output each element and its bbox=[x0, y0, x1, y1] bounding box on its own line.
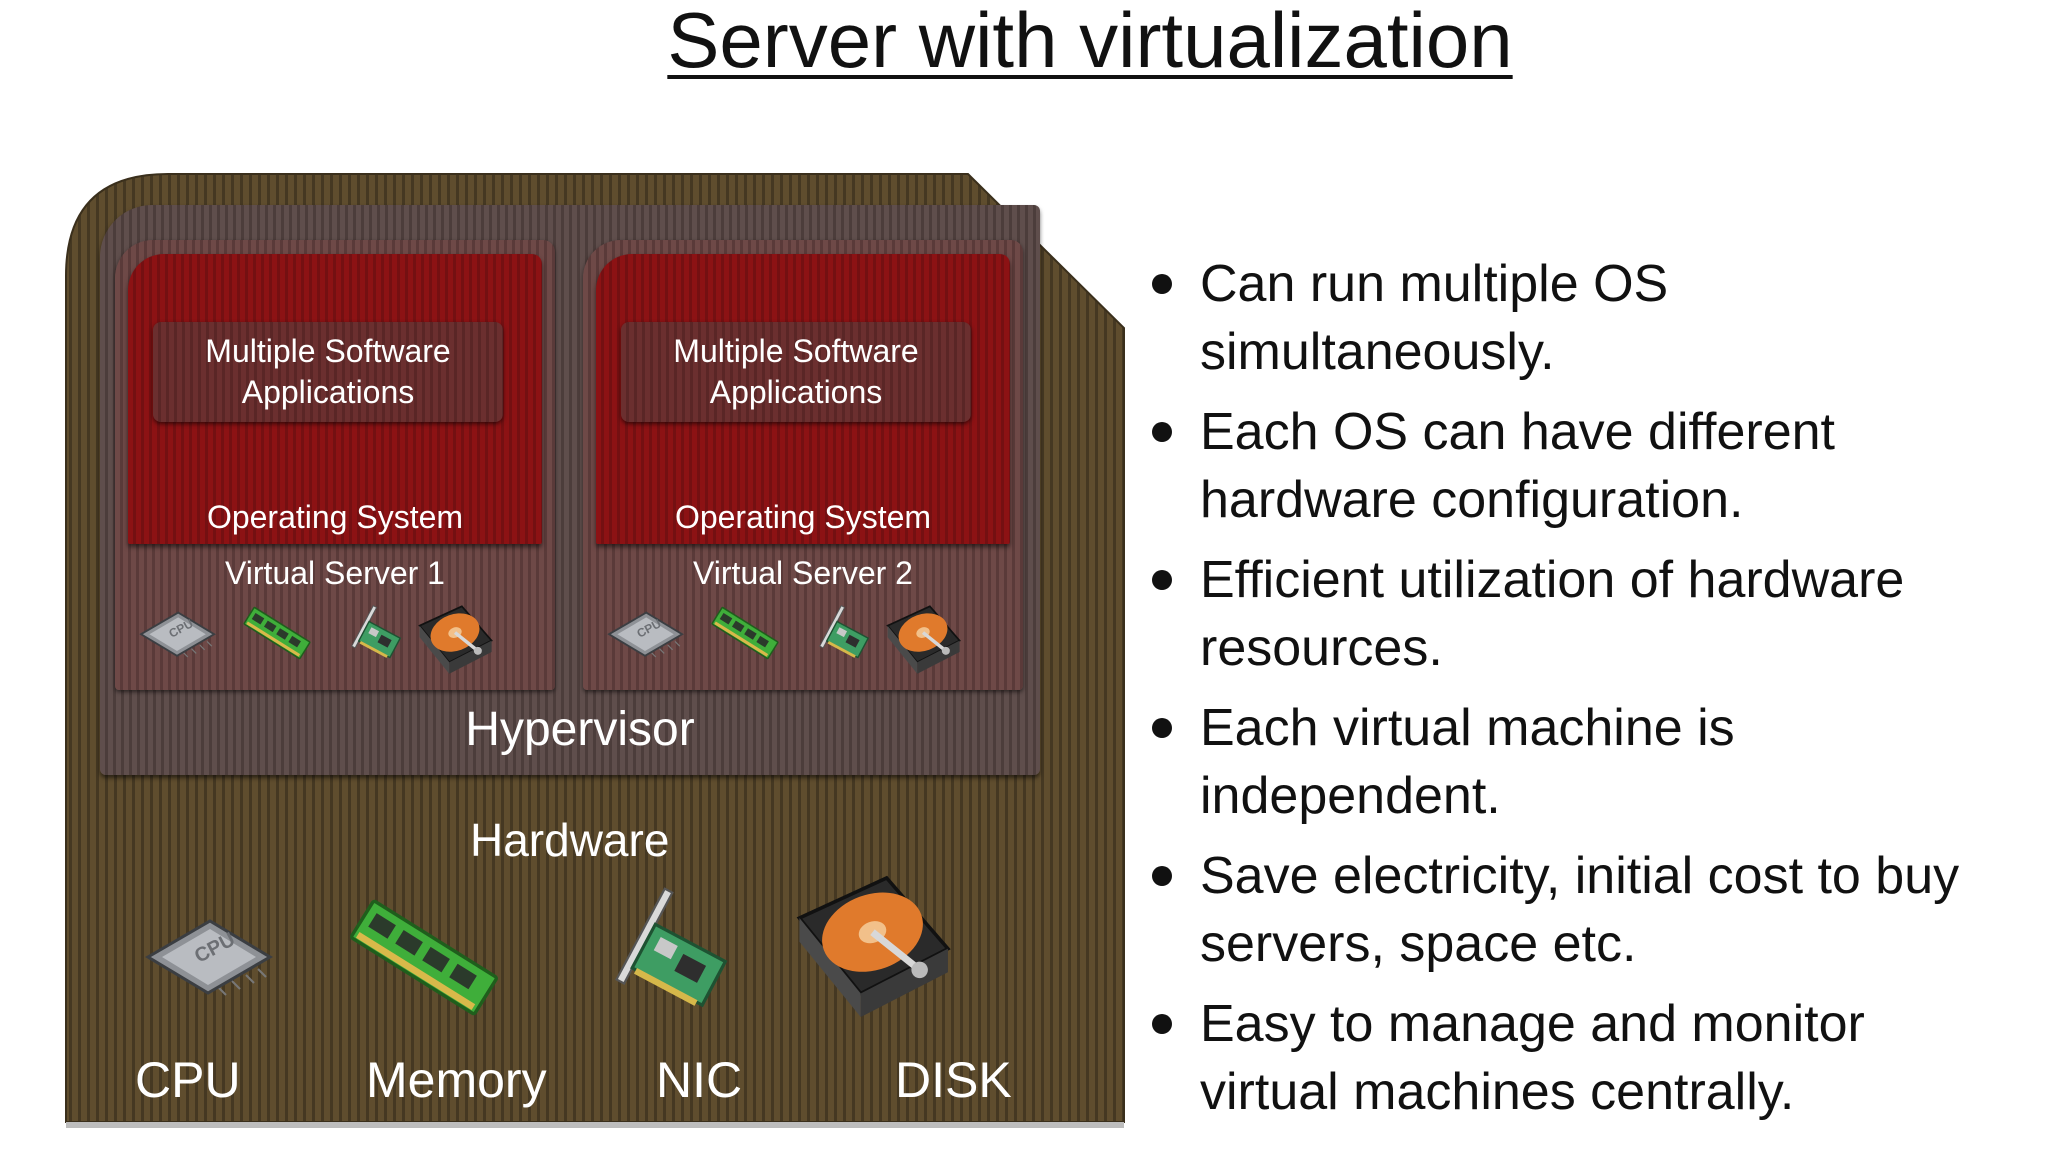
cpu-chip-icon bbox=[135, 602, 219, 664]
bullet-line-2: servers, space etc. bbox=[1200, 910, 2040, 978]
list-item: Can run multiple OS simultaneously. bbox=[1140, 250, 2040, 386]
bullet-icon bbox=[1152, 274, 1172, 294]
applications-line-2: Applications bbox=[710, 372, 883, 413]
nic-label: NIC bbox=[656, 1052, 742, 1108]
memory-module-icon bbox=[709, 602, 781, 664]
hard-disk-icon bbox=[790, 870, 955, 1025]
applications-line-1: Multiple Software bbox=[673, 331, 918, 372]
disk-label: DISK bbox=[895, 1052, 1012, 1108]
operating-system-label: Operating System bbox=[128, 499, 542, 535]
network-card-icon bbox=[801, 602, 871, 664]
hard-disk-icon bbox=[883, 602, 963, 678]
virtual-server-label: Virtual Server 2 bbox=[583, 555, 1023, 591]
bullet-icon bbox=[1152, 422, 1172, 442]
bullet-line-1: Each virtual machine is bbox=[1200, 694, 2040, 762]
bullet-line-2: hardware configuration. bbox=[1200, 466, 2040, 534]
operating-system-layer: Multiple Software Applications Operating… bbox=[128, 254, 542, 544]
virtual-server-2: Multiple Software Applications Operating… bbox=[583, 240, 1023, 690]
bullet-line-2: simultaneously. bbox=[1200, 318, 2040, 386]
bullet-line-2: virtual machines centrally. bbox=[1200, 1058, 2040, 1126]
bullet-icon bbox=[1152, 1014, 1172, 1034]
network-card-icon bbox=[578, 880, 728, 1020]
virtualization-diagram: Hypervisor Multiple Software Application… bbox=[0, 0, 1140, 1152]
bullet-line-2: independent. bbox=[1200, 762, 2040, 830]
bullet-icon bbox=[1152, 866, 1172, 886]
memory-module-icon bbox=[344, 895, 504, 1020]
applications-line-2: Applications bbox=[242, 372, 415, 413]
hypervisor-label: Hypervisor bbox=[100, 705, 1040, 755]
applications-box: Multiple Software Applications bbox=[621, 322, 971, 422]
applications-line-1: Multiple Software bbox=[205, 331, 450, 372]
list-item: Each OS can have different hardware conf… bbox=[1140, 398, 2040, 534]
cpu-label: CPU bbox=[135, 1052, 241, 1108]
cpu-chip-icon bbox=[138, 905, 278, 1005]
bullet-line-1: Easy to manage and monitor bbox=[1200, 990, 2040, 1058]
bullet-line-2: resources. bbox=[1200, 614, 2040, 682]
list-item: Each virtual machine is independent. bbox=[1140, 694, 2040, 830]
benefits-list: Can run multiple OS simultaneously. Each… bbox=[1140, 250, 2040, 1138]
bullet-line-1: Can run multiple OS bbox=[1200, 250, 2040, 318]
bullet-line-1: Each OS can have different bbox=[1200, 398, 2040, 466]
virtual-server-label: Virtual Server 1 bbox=[115, 555, 555, 591]
memory-label: Memory bbox=[366, 1052, 547, 1108]
hard-disk-icon bbox=[415, 602, 495, 678]
memory-module-icon bbox=[241, 602, 313, 664]
cpu-chip-icon bbox=[603, 602, 687, 664]
bullet-line-1: Save electricity, initial cost to buy bbox=[1200, 842, 2040, 910]
virtual-server-1: Multiple Software Applications Operating… bbox=[115, 240, 555, 690]
network-card-icon bbox=[333, 602, 403, 664]
list-item: Save electricity, initial cost to buy se… bbox=[1140, 842, 2040, 978]
applications-box: Multiple Software Applications bbox=[153, 322, 503, 422]
bullet-icon bbox=[1152, 570, 1172, 590]
operating-system-label: Operating System bbox=[596, 499, 1010, 535]
operating-system-layer: Multiple Software Applications Operating… bbox=[596, 254, 1010, 544]
bullet-line-1: Efficient utilization of hardware bbox=[1200, 546, 2040, 614]
list-item: Efficient utilization of hardware resour… bbox=[1140, 546, 2040, 682]
hardware-label: Hardware bbox=[470, 815, 669, 865]
list-item: Easy to manage and monitor virtual machi… bbox=[1140, 990, 2040, 1126]
bullet-icon bbox=[1152, 718, 1172, 738]
